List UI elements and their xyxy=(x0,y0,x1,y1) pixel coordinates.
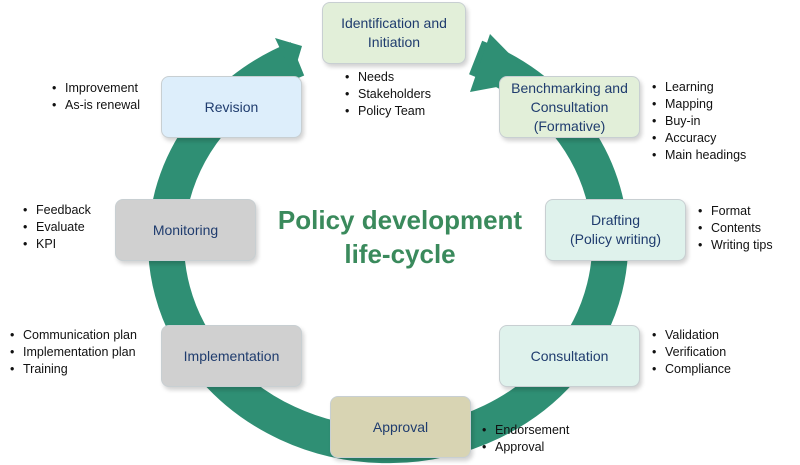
stage-label: Identification and Initiation xyxy=(341,15,447,50)
stage-label: Implementation xyxy=(183,347,280,364)
bullet-item: Needs xyxy=(343,69,431,86)
bullet-item: Policy Team xyxy=(343,103,431,120)
bullet-item: Format xyxy=(696,203,773,220)
bullet-item: Validation xyxy=(650,327,731,344)
bullet-item: Stakeholders xyxy=(343,86,431,103)
cycle-arrow-head-left xyxy=(275,38,302,76)
bullet-item: Verification xyxy=(650,344,731,361)
bullet-item: Communication plan xyxy=(8,327,137,344)
bullet-item: Main headings xyxy=(650,147,746,164)
bullet-item: Endorsement xyxy=(480,422,569,439)
bullet-item: Feedback xyxy=(21,202,91,219)
stage-approval: Approval xyxy=(330,396,471,458)
bullet-item: As-is renewal xyxy=(50,97,140,114)
bullet-item: Contents xyxy=(696,220,773,237)
implementation-bullets: Communication plan Implementation plan T… xyxy=(8,327,137,378)
stage-label: Benchmarking and Consultation (Formative… xyxy=(511,79,628,134)
diagram-title: Policy development life-cycle xyxy=(277,205,523,269)
stage-label: Approval xyxy=(372,418,429,435)
benchmarking-bullets: Learning Mapping Buy-in Accuracy Main he… xyxy=(650,79,746,164)
bullet-item: Approval xyxy=(480,439,569,456)
monitoring-bullets: Feedback Evaluate KPI xyxy=(21,202,91,253)
bullet-item: Learning xyxy=(650,79,746,96)
bullet-item: Mapping xyxy=(650,96,746,113)
identification-bullets: Needs Stakeholders Policy Team xyxy=(343,69,431,120)
bullet-item: Writing tips xyxy=(696,237,773,254)
drafting-bullets: Format Contents Writing tips xyxy=(696,203,773,254)
stage-monitoring: Monitoring xyxy=(115,199,256,261)
bullet-item: Evaluate xyxy=(21,219,91,236)
bullet-item: Accuracy xyxy=(650,130,746,147)
stage-identification: Identification and Initiation xyxy=(322,2,466,64)
stage-benchmarking: Benchmarking and Consultation (Formative… xyxy=(499,76,640,138)
stage-label: Consultation xyxy=(530,347,609,364)
stage-revision: Revision xyxy=(161,76,302,138)
bullet-item: Implementation plan xyxy=(8,344,137,361)
bullet-item: KPI xyxy=(21,236,91,253)
stage-label: Revision xyxy=(204,98,259,115)
consultation-bullets: Validation Verification Compliance xyxy=(650,327,731,378)
stage-label: Drafting (Policy writing) xyxy=(569,212,661,247)
stage-drafting: Drafting (Policy writing) xyxy=(545,199,686,261)
bullet-item: Buy-in xyxy=(650,113,746,130)
revision-bullets: Improvement As-is renewal xyxy=(50,80,140,114)
stage-implementation: Implementation xyxy=(161,325,302,387)
bullet-item: Training xyxy=(8,361,137,378)
bullet-item: Improvement xyxy=(50,80,140,97)
bullet-item: Compliance xyxy=(650,361,731,378)
approval-bullets: Endorsement Approval xyxy=(480,422,569,456)
stage-label: Monitoring xyxy=(152,221,219,238)
stage-consultation: Consultation xyxy=(499,325,640,387)
